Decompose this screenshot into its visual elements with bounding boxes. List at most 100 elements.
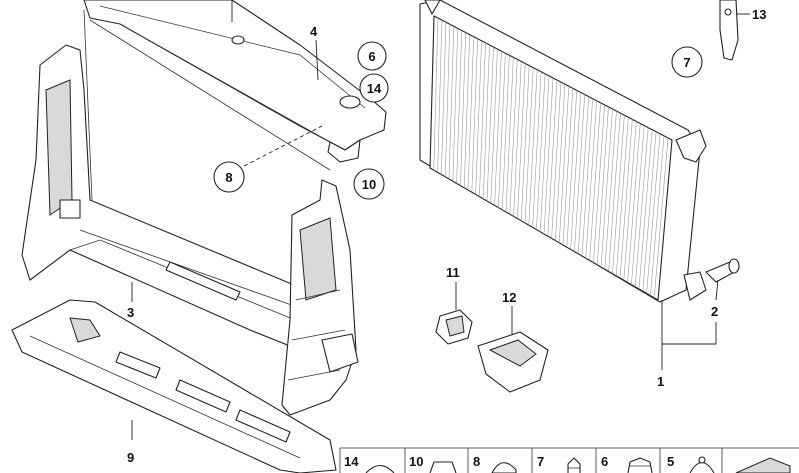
radiator-fin (612, 115, 625, 274)
callout-13: 13 (752, 7, 766, 22)
svg-text:8: 8 (225, 170, 232, 185)
callout-14: 14 (359, 73, 389, 103)
svg-text:1: 1 (657, 374, 664, 389)
radiator-fin (460, 32, 467, 186)
radiator-fin (501, 55, 510, 210)
radiator-fin (486, 46, 494, 202)
svg-text:4: 4 (310, 24, 318, 39)
side-air-duct[interactable] (281, 179, 359, 416)
radiator-fin (467, 36, 474, 191)
radiator-fin (452, 28, 459, 182)
radiator-fin (623, 121, 637, 281)
radiator-shroud-frame[interactable] (21, 9, 341, 351)
radiator-fin (593, 104, 605, 263)
svg-text:5: 5 (667, 454, 674, 469)
radiator-bracket[interactable] (719, 0, 739, 61)
mounting-clip[interactable] (435, 309, 473, 345)
svg-text:11: 11 (446, 265, 460, 280)
svg-text:10: 10 (362, 177, 376, 192)
svg-text:8: 8 (473, 454, 480, 469)
upper-cross-member[interactable] (83, 0, 387, 163)
radiator-fin (479, 42, 486, 197)
svg-text:13: 13 (752, 7, 766, 22)
svg-text:14: 14 (367, 81, 382, 96)
callout-10: 10 (353, 168, 385, 200)
radiator-fin (627, 123, 641, 283)
radiator-fin (615, 117, 629, 276)
svg-text:6: 6 (368, 49, 375, 64)
radiator-fin (555, 84, 566, 241)
radiator-fin (642, 131, 657, 292)
callout-2: 2 (711, 304, 718, 319)
radiator-fin (517, 63, 526, 219)
radiator-fin (570, 92, 582, 250)
radiator-fin (596, 106, 609, 265)
radiator-fin (650, 135, 665, 296)
radiator[interactable] (419, 0, 707, 303)
leader-lines (131, 0, 750, 440)
radiator-fin (543, 77, 554, 235)
callout-11: 11 (446, 265, 460, 280)
svg-text:3: 3 (127, 305, 134, 320)
radiator-fin (482, 44, 490, 199)
radiator-fin (589, 102, 601, 261)
radiator-fin (585, 100, 597, 259)
radiator-fin (581, 98, 593, 257)
legend-item-5: 5 (667, 454, 715, 473)
callout-8: 8 (213, 161, 245, 193)
radiator-fin (653, 137, 669, 298)
radiator-fin (577, 96, 589, 254)
radiator-fin (631, 125, 645, 285)
callout-3: 3 (127, 305, 134, 320)
radiator-fin (509, 59, 518, 215)
callout-1: 1 (657, 374, 664, 389)
svg-text:9: 9 (127, 450, 134, 465)
radiator-fin (528, 69, 538, 226)
svg-text:7: 7 (537, 454, 544, 469)
radiator-fin (551, 82, 562, 239)
radiator-fin (444, 24, 451, 177)
radiator-fin (494, 51, 502, 206)
legend-item-wedge (735, 457, 791, 473)
radiator-fin (498, 53, 506, 208)
radiator-fin (558, 86, 570, 243)
radiator-fin (638, 129, 653, 290)
radiator-fin (566, 90, 578, 248)
svg-text:12: 12 (502, 290, 516, 305)
lower-air-guide[interactable] (11, 299, 337, 473)
callout-9: 9 (127, 450, 134, 465)
radiator-fin (524, 67, 534, 224)
rubber-mount[interactable] (477, 331, 549, 393)
radiator-fin (562, 88, 574, 246)
svg-text:10: 10 (409, 454, 423, 469)
radiator-fin (441, 22, 447, 175)
radiator-fin (471, 38, 478, 193)
radiator-fin (604, 111, 617, 270)
svg-text:14: 14 (344, 454, 359, 469)
legend-item-10: 10 (409, 454, 457, 473)
radiator-fin (520, 65, 530, 221)
radiator-fin (619, 119, 633, 279)
radiator-fin (646, 133, 661, 294)
radiator-fin (600, 108, 613, 268)
radiator-fin (448, 26, 455, 180)
callout-7: 7 (671, 46, 703, 78)
callout-12: 12 (502, 290, 516, 305)
radiator-fin (463, 34, 470, 188)
legend-item-6: 6 (601, 454, 653, 473)
svg-text:2: 2 (711, 304, 718, 319)
radiator-fin (456, 30, 463, 184)
legend-item-14: 14 (344, 454, 395, 473)
radiator-fin (437, 20, 443, 173)
drain-plug[interactable] (705, 258, 740, 283)
radiator-fin (634, 127, 649, 287)
legend-item-8: 8 (473, 454, 517, 473)
radiator-fin (547, 80, 558, 237)
callout-4: 4 (310, 24, 318, 39)
svg-text:6: 6 (601, 454, 608, 469)
radiator-fin (539, 75, 550, 232)
radiator-fin (532, 71, 542, 228)
small-parts-legend: 14 10 8 7 6 5 (339, 447, 799, 473)
legend-item-7: 7 (537, 454, 581, 473)
